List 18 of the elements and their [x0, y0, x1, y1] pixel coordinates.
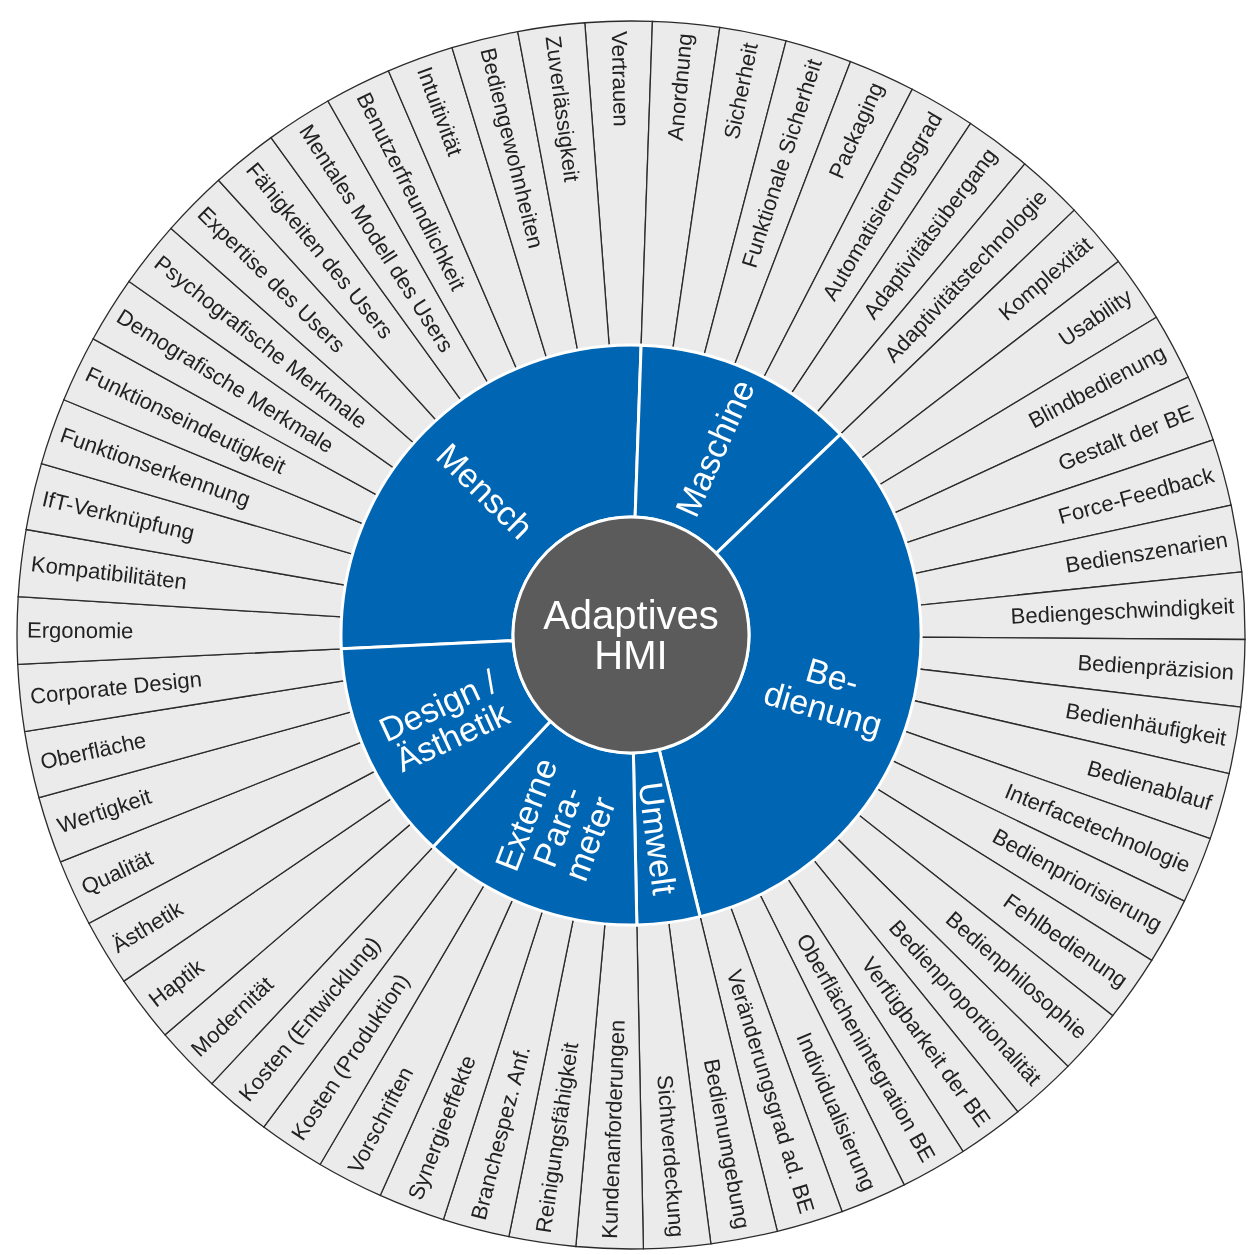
- factor-label: Bediengeschwindigkeit: [1010, 594, 1235, 629]
- factor-label: Oberfläche: [38, 728, 149, 775]
- factor-label: Anordnung: [664, 32, 697, 142]
- factor-label: Zuverlässigkeit: [541, 34, 583, 184]
- factor-label: Sichtverdeckung: [652, 1074, 688, 1239]
- factor-label: Kompatibilitäten: [29, 552, 188, 594]
- factor-label: Bedienpräzision: [1076, 651, 1235, 685]
- factor-segment: [16, 596, 343, 665]
- category-label: Umwelt: [633, 779, 682, 897]
- factor-label: Kundenanforderungen: [598, 1019, 630, 1240]
- factor-segment: [918, 571, 1246, 641]
- factor-segment: [584, 20, 654, 347]
- factor-segment: [640, 20, 721, 349]
- center-label: Adaptives HMI: [542, 595, 720, 675]
- factor-label: Sicherheit: [720, 40, 763, 142]
- factor-label: Corporate Design: [29, 667, 203, 709]
- factor-label: Ergonomie: [26, 619, 134, 643]
- factor-label: Vertrauen: [607, 30, 633, 127]
